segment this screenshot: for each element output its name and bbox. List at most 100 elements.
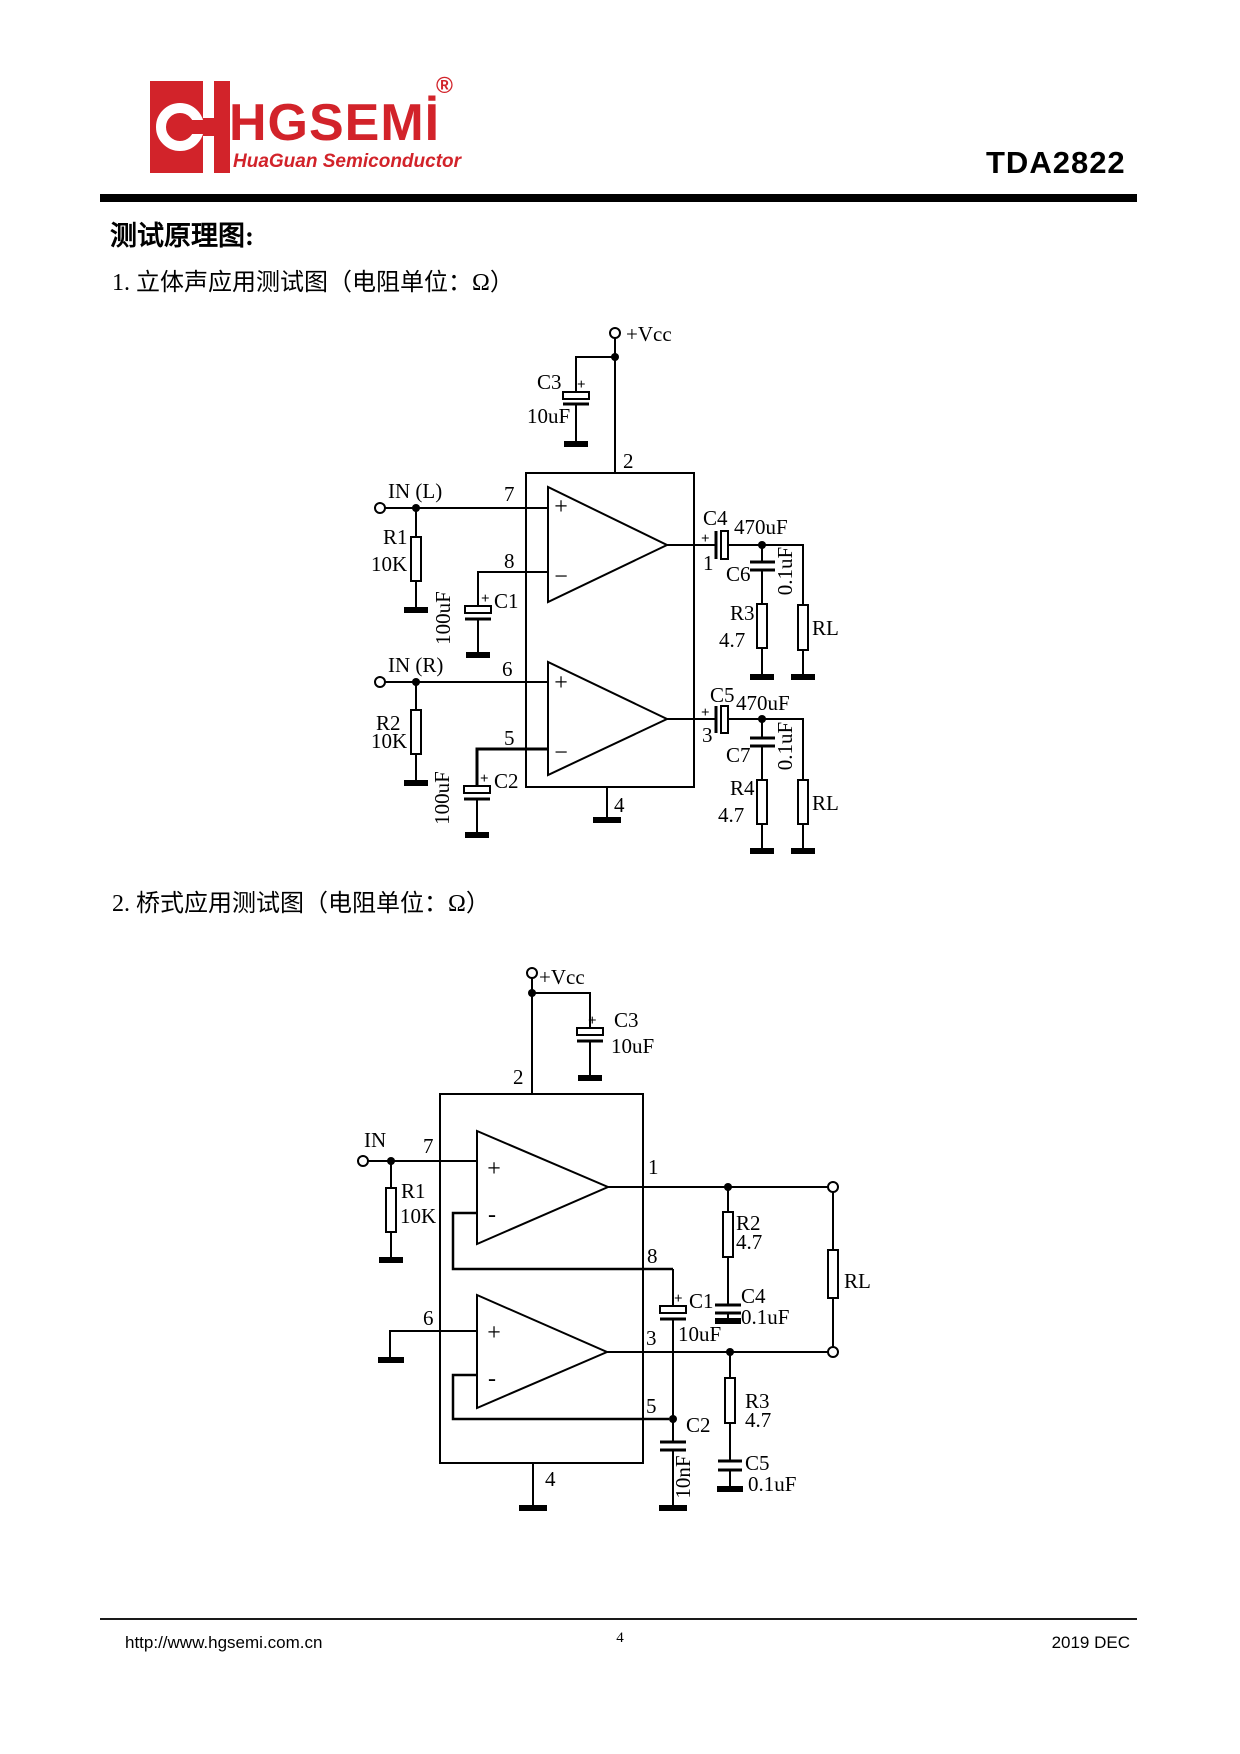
c2-resistor-r1 — [385, 1187, 397, 1233]
c1-resistor-r3 — [756, 603, 768, 649]
c2-output-top: 1 R2 4.7 C4 0.1uF RL — [608, 1155, 871, 1347]
c1-r2-ref: R2 — [376, 711, 401, 735]
c2-cap-c1 — [659, 1305, 687, 1314]
c1-resistor-r2 — [410, 709, 422, 755]
c1-c6-value: 0.1uF — [773, 547, 797, 595]
c2-input: IN 7 R1 10K — [357, 1128, 477, 1263]
c2-resistor-rl — [827, 1249, 839, 1299]
section-title: 测试原理图: — [110, 221, 254, 251]
c2-c5-value: 0.1uF — [748, 1472, 796, 1496]
c2-pin5-label: 5 — [646, 1394, 657, 1418]
c1-input-left: IN (L) R1 10K 7 — [371, 479, 548, 613]
c2-c1-polarity: + — [674, 1291, 683, 1307]
c1-ic-body: + − + − — [525, 472, 695, 788]
c1-opamp-top — [547, 485, 670, 604]
c2-opamp-top-minus: - — [488, 1202, 496, 1228]
circuit2-bridge-schematic: +Vcc C3 + 10uF 2 + - + - — [357, 965, 871, 1511]
c2-pin4-label: 4 — [545, 1467, 556, 1491]
c2-pin1-label: 1 — [648, 1155, 659, 1179]
c2-output-bottom: 3 R3 4.7 C5 0.1uF — [607, 1326, 839, 1496]
c1-r3-value: 4.7 — [719, 628, 745, 652]
c2-supply: +Vcc C3 + 10uF 2 — [513, 965, 654, 1094]
c1-pin6-label: 6 — [502, 657, 513, 681]
c2-opamp-bottom — [476, 1293, 610, 1410]
c1-c3-ref: C3 — [537, 370, 562, 394]
list-item-2: 2. 桥式应用测试图（电阻单位：Ω） — [112, 891, 490, 917]
c2-opamp-bottom-plus: + — [487, 1320, 501, 1346]
c1-pin4-label: 4 — [614, 793, 625, 817]
c2-c2-value: 10nF — [671, 1455, 695, 1498]
c1-c5-value: 470uF — [736, 691, 790, 715]
c2-c4-ref: C4 — [741, 1284, 766, 1308]
c1-r4-ref: R4 — [730, 776, 755, 800]
c1-feedback-bottom: 5 + C2 100uF — [430, 726, 548, 838]
c1-pin2-label: 2 — [623, 449, 634, 473]
logo-mark-icon — [150, 81, 230, 173]
c1-cap-c3 — [562, 391, 590, 400]
brand-name: HGSEMİ — [229, 94, 441, 152]
c1-opamp-bottom-plus: + — [554, 670, 568, 696]
c2-resistor-r3 — [724, 1377, 736, 1424]
c2-c5-ref: C5 — [745, 1451, 770, 1475]
c1-c2-value: 100uF — [430, 771, 454, 825]
c2-r1-ref: R1 — [401, 1179, 426, 1203]
c2-c4-value: 0.1uF — [741, 1305, 789, 1329]
c1-supply: +Vcc C3 + 10uF 2 — [527, 322, 672, 473]
c2-in-terminal — [357, 1155, 369, 1167]
c1-cap-c1 — [464, 605, 492, 614]
c2-ic-body: + - + - — [439, 1093, 644, 1464]
c2-vcc-label: +Vcc — [539, 965, 585, 989]
c1-pin5-label: 5 — [504, 726, 515, 750]
c1-c2-polarity: + — [480, 771, 489, 787]
c2-vcc-terminal — [526, 967, 538, 979]
list-item-1: 1. 立体声应用测试图（电阻单位：Ω） — [112, 270, 514, 296]
c1-pin4-ground: 4 — [593, 787, 625, 823]
c2-c3-value: 10uF — [611, 1034, 654, 1058]
footer-url: http://www.hgsemi.com.cn — [125, 1633, 323, 1652]
c2-c1-value: 10uF — [678, 1322, 721, 1346]
c2-feedback-network: 8 + C1 10uF 5 C2 10nF — [451, 1211, 721, 1511]
header-rule — [100, 194, 1137, 202]
c1-c6-ref: C6 — [726, 562, 751, 586]
c1-c7-value: 0.1uF — [773, 722, 797, 770]
c1-input-right: IN (R) R2 10K 6 — [371, 653, 548, 786]
part-number: TDA2822 — [986, 145, 1126, 180]
c1-c4-value: 470uF — [734, 515, 788, 539]
c1-cap-c2 — [463, 785, 491, 794]
c2-pin6-label: 6 — [423, 1306, 434, 1330]
c2-c1-ref: C1 — [689, 1289, 714, 1313]
c2-opamp-top-plus: + — [487, 1156, 501, 1182]
c2-pin2-label: 2 — [513, 1065, 524, 1089]
c1-r1-ref: R1 — [383, 525, 408, 549]
c2-c2-ref: C2 — [686, 1413, 711, 1437]
c1-pin3-label: 3 — [702, 723, 713, 747]
c2-opamp-top — [476, 1129, 611, 1246]
c1-resistor-r4 — [756, 779, 768, 825]
c1-pin8-label: 8 — [504, 549, 515, 573]
c2-r1-value: 10K — [400, 1204, 436, 1228]
c1-inr-label: IN (R) — [388, 653, 443, 677]
c1-opamp-bottom — [547, 660, 670, 777]
c1-rl-top-label: RL — [812, 616, 839, 640]
c1-resistor-rl-bottom — [797, 779, 809, 825]
c2-pin7-label: 7 — [423, 1134, 434, 1158]
c1-inr-terminal — [374, 676, 386, 688]
c1-c2-ref: C2 — [494, 769, 519, 793]
registered-mark-icon: ® — [436, 72, 453, 98]
c2-r2-ref: R2 — [736, 1211, 761, 1235]
c2-pin6-ground: 6 — [378, 1306, 477, 1363]
c1-resistor-rl-top — [797, 604, 809, 651]
c2-c3-ref: C3 — [614, 1008, 639, 1032]
footer-date: 2019 DEC — [1051, 1633, 1130, 1652]
c1-r1-value: 10K — [371, 552, 407, 576]
c1-pin7-label: 7 — [504, 482, 515, 506]
c2-resistor-r2 — [722, 1211, 734, 1258]
c1-inl-label: IN (L) — [388, 479, 442, 503]
c1-r3-ref: R3 — [730, 601, 755, 625]
c1-output-top: 1 C4 + 470uF C6 0.1uF R3 4.7 RL — [667, 506, 839, 680]
c2-pin4-ground: 4 — [519, 1463, 556, 1511]
c2-in-label: IN — [364, 1128, 386, 1152]
c1-c4-polarity: + — [701, 531, 710, 547]
c2-r3-ref: R3 — [745, 1389, 770, 1413]
